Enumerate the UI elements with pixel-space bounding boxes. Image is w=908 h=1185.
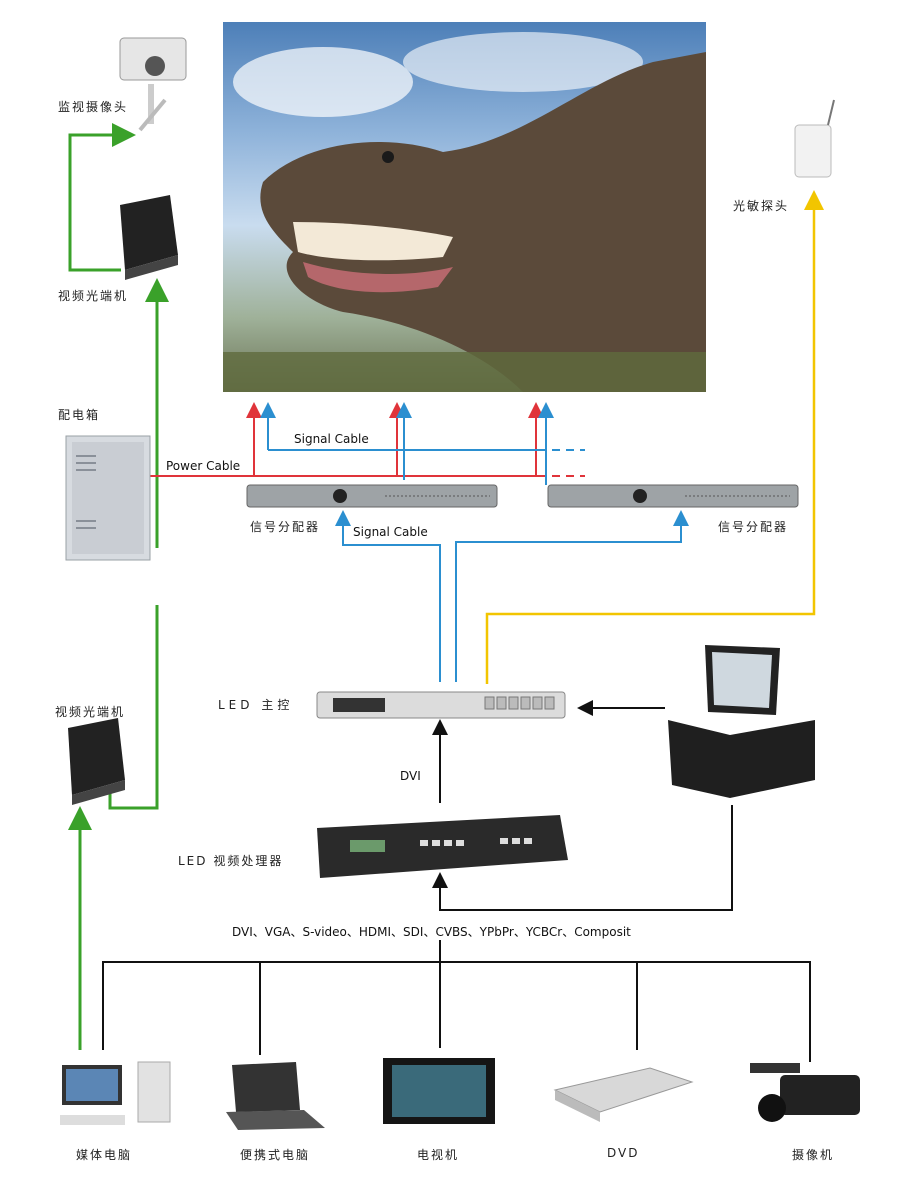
dvd-player-icon	[553, 1067, 694, 1122]
green-cable-camera	[68, 123, 169, 1050]
signal-cable-lines-mid	[335, 510, 689, 682]
light-sensor-icon	[794, 99, 835, 178]
yellow-cable-sensor	[485, 190, 824, 684]
control-pc-icon	[668, 645, 815, 798]
label-splitter-left: 信号分配器	[250, 520, 321, 534]
label-transceiver-bottom: 视频光端机	[55, 705, 126, 719]
label-video-processor: LED 视频处理器	[178, 854, 284, 868]
video-processor-icon	[317, 815, 568, 878]
tv-icon	[383, 1058, 495, 1124]
laptop-icon	[226, 1062, 325, 1130]
label-cctv-camera: 监视摄像头	[58, 100, 129, 114]
video-transceiver-bottom-icon	[68, 718, 125, 805]
video-transceiver-top-icon	[120, 195, 178, 280]
label-transceiver-top: 视频光端机	[58, 289, 129, 303]
label-distribution-box: 配电箱	[58, 408, 101, 422]
label-input-types: DVI、VGA、S-video、HDMI、SDI、CVBS、YPbPr、YCBC…	[232, 925, 631, 939]
label-dvd: DVD	[607, 1146, 640, 1160]
label-signal-cable-top: Signal Cable	[294, 432, 369, 446]
cctv-camera-icon	[119, 37, 187, 132]
power-cable-lines	[150, 402, 585, 477]
led-screen-display	[223, 22, 706, 392]
label-tv: 电视机	[417, 1148, 460, 1162]
label-media-pc: 媒体电脑	[76, 1148, 133, 1162]
label-led-controller: LED 主控	[218, 698, 294, 712]
label-light-sensor: 光敏探头	[733, 199, 790, 213]
label-power-cable: Power Cable	[166, 459, 241, 473]
led-controller-icon	[316, 691, 566, 719]
label-dvi: DVI	[400, 769, 421, 783]
distribution-box-icon	[65, 435, 151, 561]
label-camcorder: 摄像机	[792, 1148, 835, 1162]
label-laptop: 便携式电脑	[240, 1148, 311, 1162]
dinosaur-image	[223, 32, 706, 392]
splitter-left-icon	[246, 484, 498, 508]
media-pc-icon	[60, 1061, 171, 1125]
splitter-right-icon	[547, 484, 799, 508]
label-splitter-right: 信号分配器	[718, 520, 789, 534]
camcorder-icon	[750, 1063, 860, 1122]
black-cable-lines	[102, 700, 811, 1062]
signal-cable-lines-top	[260, 402, 585, 485]
label-signal-cable-mid: Signal Cable	[353, 525, 428, 539]
